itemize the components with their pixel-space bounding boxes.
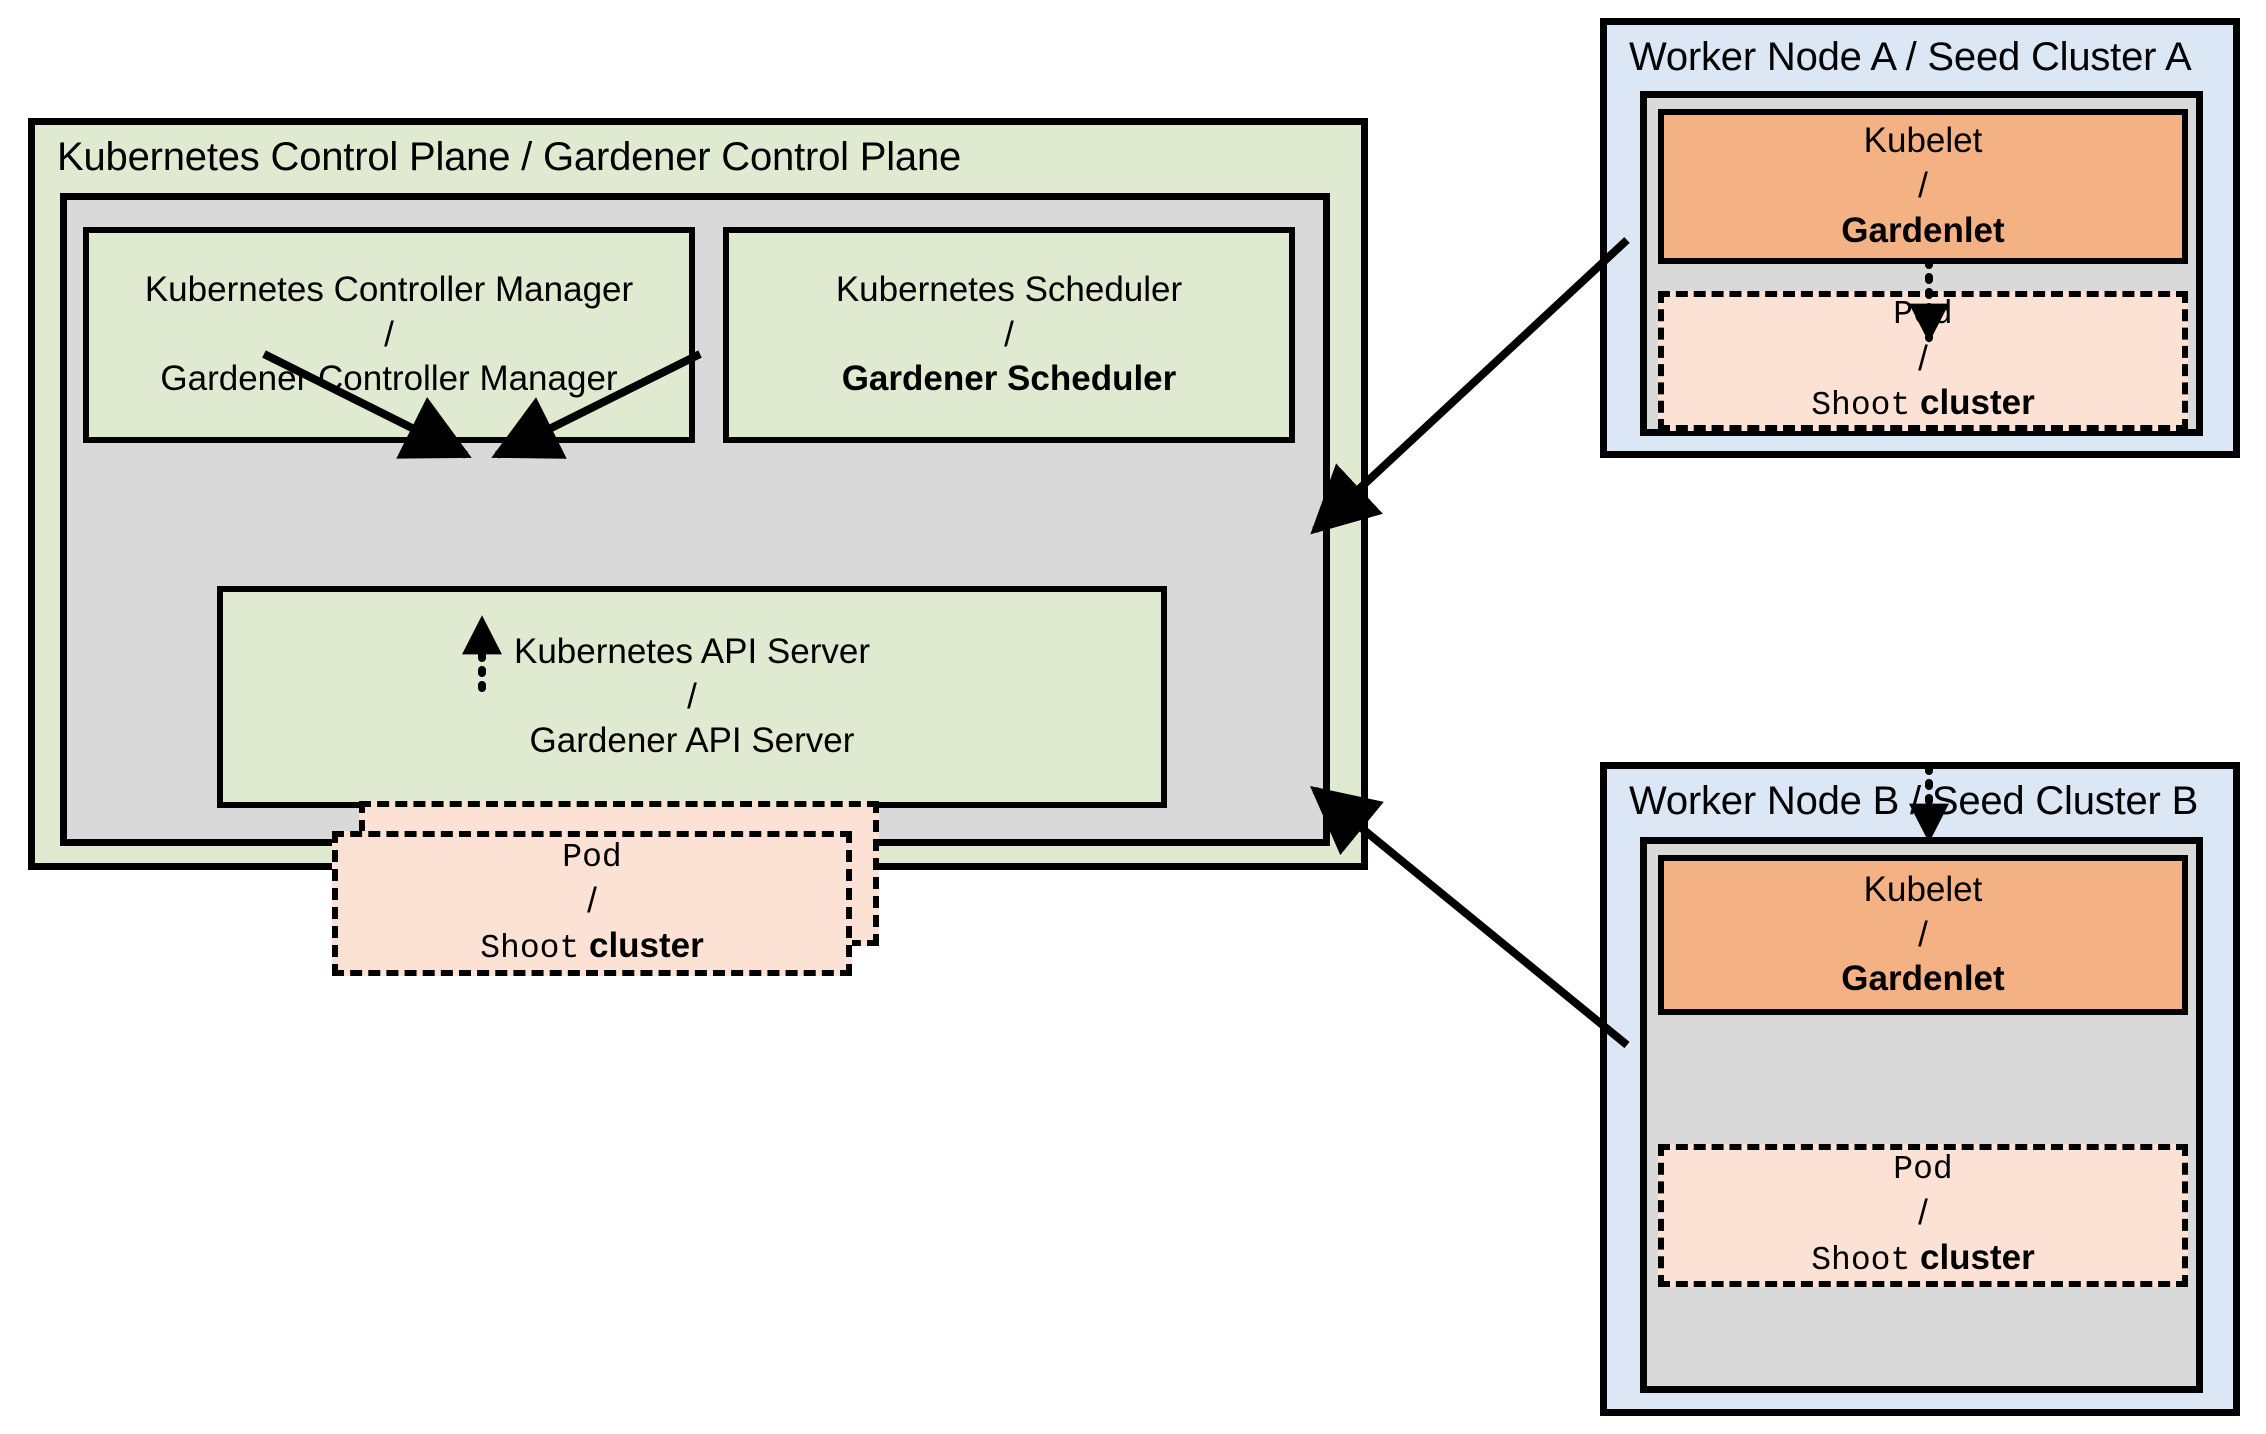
kubernetes-controller-manager-box[interactable]: Kubernetes Controller Manager / Gardener… (83, 227, 695, 443)
worker-b-gardenlet-label: Gardenlet (1841, 959, 2005, 999)
worker-b-kubelet-line1: Kubelet (1863, 869, 1983, 909)
worker-a-pod-shoot: Shoot (1811, 387, 1911, 425)
worker-b-kubelet-separator: / (1918, 914, 1928, 954)
controller-manager-separator: / (384, 314, 394, 354)
worker-a-gardenlet-label: Gardenlet (1841, 210, 2005, 250)
worker-node-b-group: Worker Node B / Seed Cluster B Kubelet /… (1600, 762, 2240, 1416)
controller-manager-line2: Gardener Controller Manager (160, 359, 618, 399)
worker-a-kubelet-line1: Kubelet (1863, 121, 1983, 161)
worker-a-pod-separator: / (1918, 338, 1928, 378)
control-plane-pod-box[interactable]: Pod / Shoot cluster (332, 831, 852, 976)
worker-node-b-title: Worker Node B / Seed Cluster B (1629, 779, 2199, 823)
worker-node-a-title: Worker Node A / Seed Cluster A (1629, 35, 2192, 79)
control-plane-title: Kubernetes Control Plane / Gardener Cont… (57, 135, 962, 179)
worker-b-pod-line2: Shoot cluster (1811, 1236, 2035, 1282)
worker-b-pod-box[interactable]: Pod / Shoot cluster (1658, 1144, 2188, 1287)
worker-node-a-inner-panel: Kubelet / Gardenlet Pod / Shoot cluster (1640, 91, 2203, 436)
kubernetes-api-server-box[interactable]: Kubernetes API Server / Gardener API Ser… (217, 586, 1167, 808)
worker-a-kubelet-box[interactable]: Kubelet / Gardenlet (1658, 109, 2188, 264)
api-server-line1: Kubernetes API Server (513, 631, 871, 671)
worker-a-pod-box[interactable]: Pod / Shoot cluster (1658, 291, 2188, 431)
worker-b-pod-line1: Pod (1893, 1150, 1953, 1188)
control-plane-pod-line1: Pod (562, 838, 622, 876)
scheduler-line2: Gardener Scheduler (841, 359, 1177, 399)
worker-node-a-group: Worker Node A / Seed Cluster A Kubelet /… (1600, 18, 2240, 458)
controller-manager-line1: Kubernetes Controller Manager (144, 269, 634, 309)
control-plane-pod-line2: Shoot cluster (480, 924, 704, 970)
control-plane-pod-separator: / (587, 881, 597, 921)
worker-a-pod-cluster: cluster (1910, 383, 2035, 423)
api-server-line2: Gardener API Server (529, 721, 855, 761)
scheduler-separator: / (1004, 314, 1014, 354)
worker-b-pod-shoot: Shoot (1811, 1241, 1911, 1279)
control-plane-inner-panel: Kubernetes Controller Manager / Gardener… (60, 193, 1330, 976)
scheduler-line1: Kubernetes Scheduler (835, 269, 1183, 309)
control-plane-pod-cluster: cluster (579, 925, 704, 965)
kubernetes-scheduler-box[interactable]: Kubernetes Scheduler / Gardener Schedule… (723, 227, 1295, 443)
worker-a-pod-line2: Shoot cluster (1811, 381, 2035, 427)
api-server-separator: / (687, 676, 697, 716)
worker-a-kubelet-separator: / (1918, 166, 1928, 206)
worker-b-kubelet-box[interactable]: Kubelet / Gardenlet (1658, 855, 2188, 1015)
worker-b-pod-cluster: cluster (1910, 1237, 2035, 1277)
worker-b-pod-separator: / (1918, 1193, 1928, 1233)
worker-a-pod-line1: Pod (1893, 296, 1953, 334)
control-plane-pod-shoot: Shoot (480, 929, 580, 967)
worker-node-b-inner-panel: Kubelet / Gardenlet Pod / Shoot cluster (1640, 837, 2203, 1393)
control-plane-group: Kubernetes Control Plane / Gardener Cont… (28, 118, 1368, 976)
